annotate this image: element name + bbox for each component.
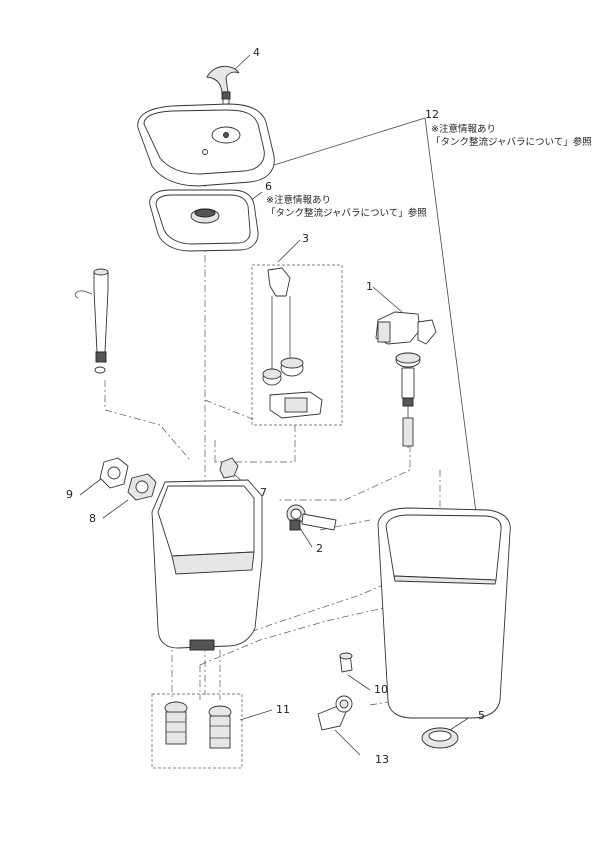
note-6-line2: 「タンク整流ジャバラについて」参照	[266, 208, 427, 219]
callout-13: 13	[375, 753, 389, 766]
inner-lid-plate	[149, 189, 259, 252]
supply-valve	[375, 311, 437, 448]
note-6: ※注意情報あり 「タンク整流ジャバラについて」参照	[266, 194, 427, 220]
callout-10: 10	[374, 683, 388, 696]
callout-4: 4	[253, 46, 260, 59]
callout-5: 5	[478, 709, 485, 722]
callout-9: 9	[66, 488, 73, 501]
callout-12: 12	[425, 108, 439, 121]
valve-pair	[151, 693, 243, 769]
tank-lid	[137, 103, 275, 187]
callout-7: 7	[260, 486, 267, 499]
overflow-pipe	[74, 268, 109, 374]
callout-8: 8	[89, 512, 96, 525]
note-12: ※注意情報あり 「タンク整流ジャバラについて」参照	[431, 123, 592, 149]
note-12-line1: ※注意情報あり	[431, 124, 496, 135]
callout-1: 1	[366, 280, 373, 293]
callout-2: 2	[316, 542, 323, 555]
callout-11: 11	[276, 703, 290, 716]
small-fittings	[317, 652, 353, 731]
float-valve-assembly	[251, 264, 343, 426]
outer-tank-cover	[377, 507, 511, 719]
callout-6: 6	[265, 180, 272, 193]
clip-part	[219, 457, 239, 479]
callout-3: 3	[302, 232, 309, 245]
rubber-ring	[421, 727, 459, 749]
gasket-flange	[99, 457, 157, 501]
inner-tank-liner	[151, 479, 263, 651]
flush-valve	[286, 504, 337, 531]
note-12-line2: 「タンク整流ジャバラについて」参照	[431, 137, 592, 148]
note-6-line1: ※注意情報あり	[266, 195, 331, 206]
lever-handle	[206, 65, 240, 106]
